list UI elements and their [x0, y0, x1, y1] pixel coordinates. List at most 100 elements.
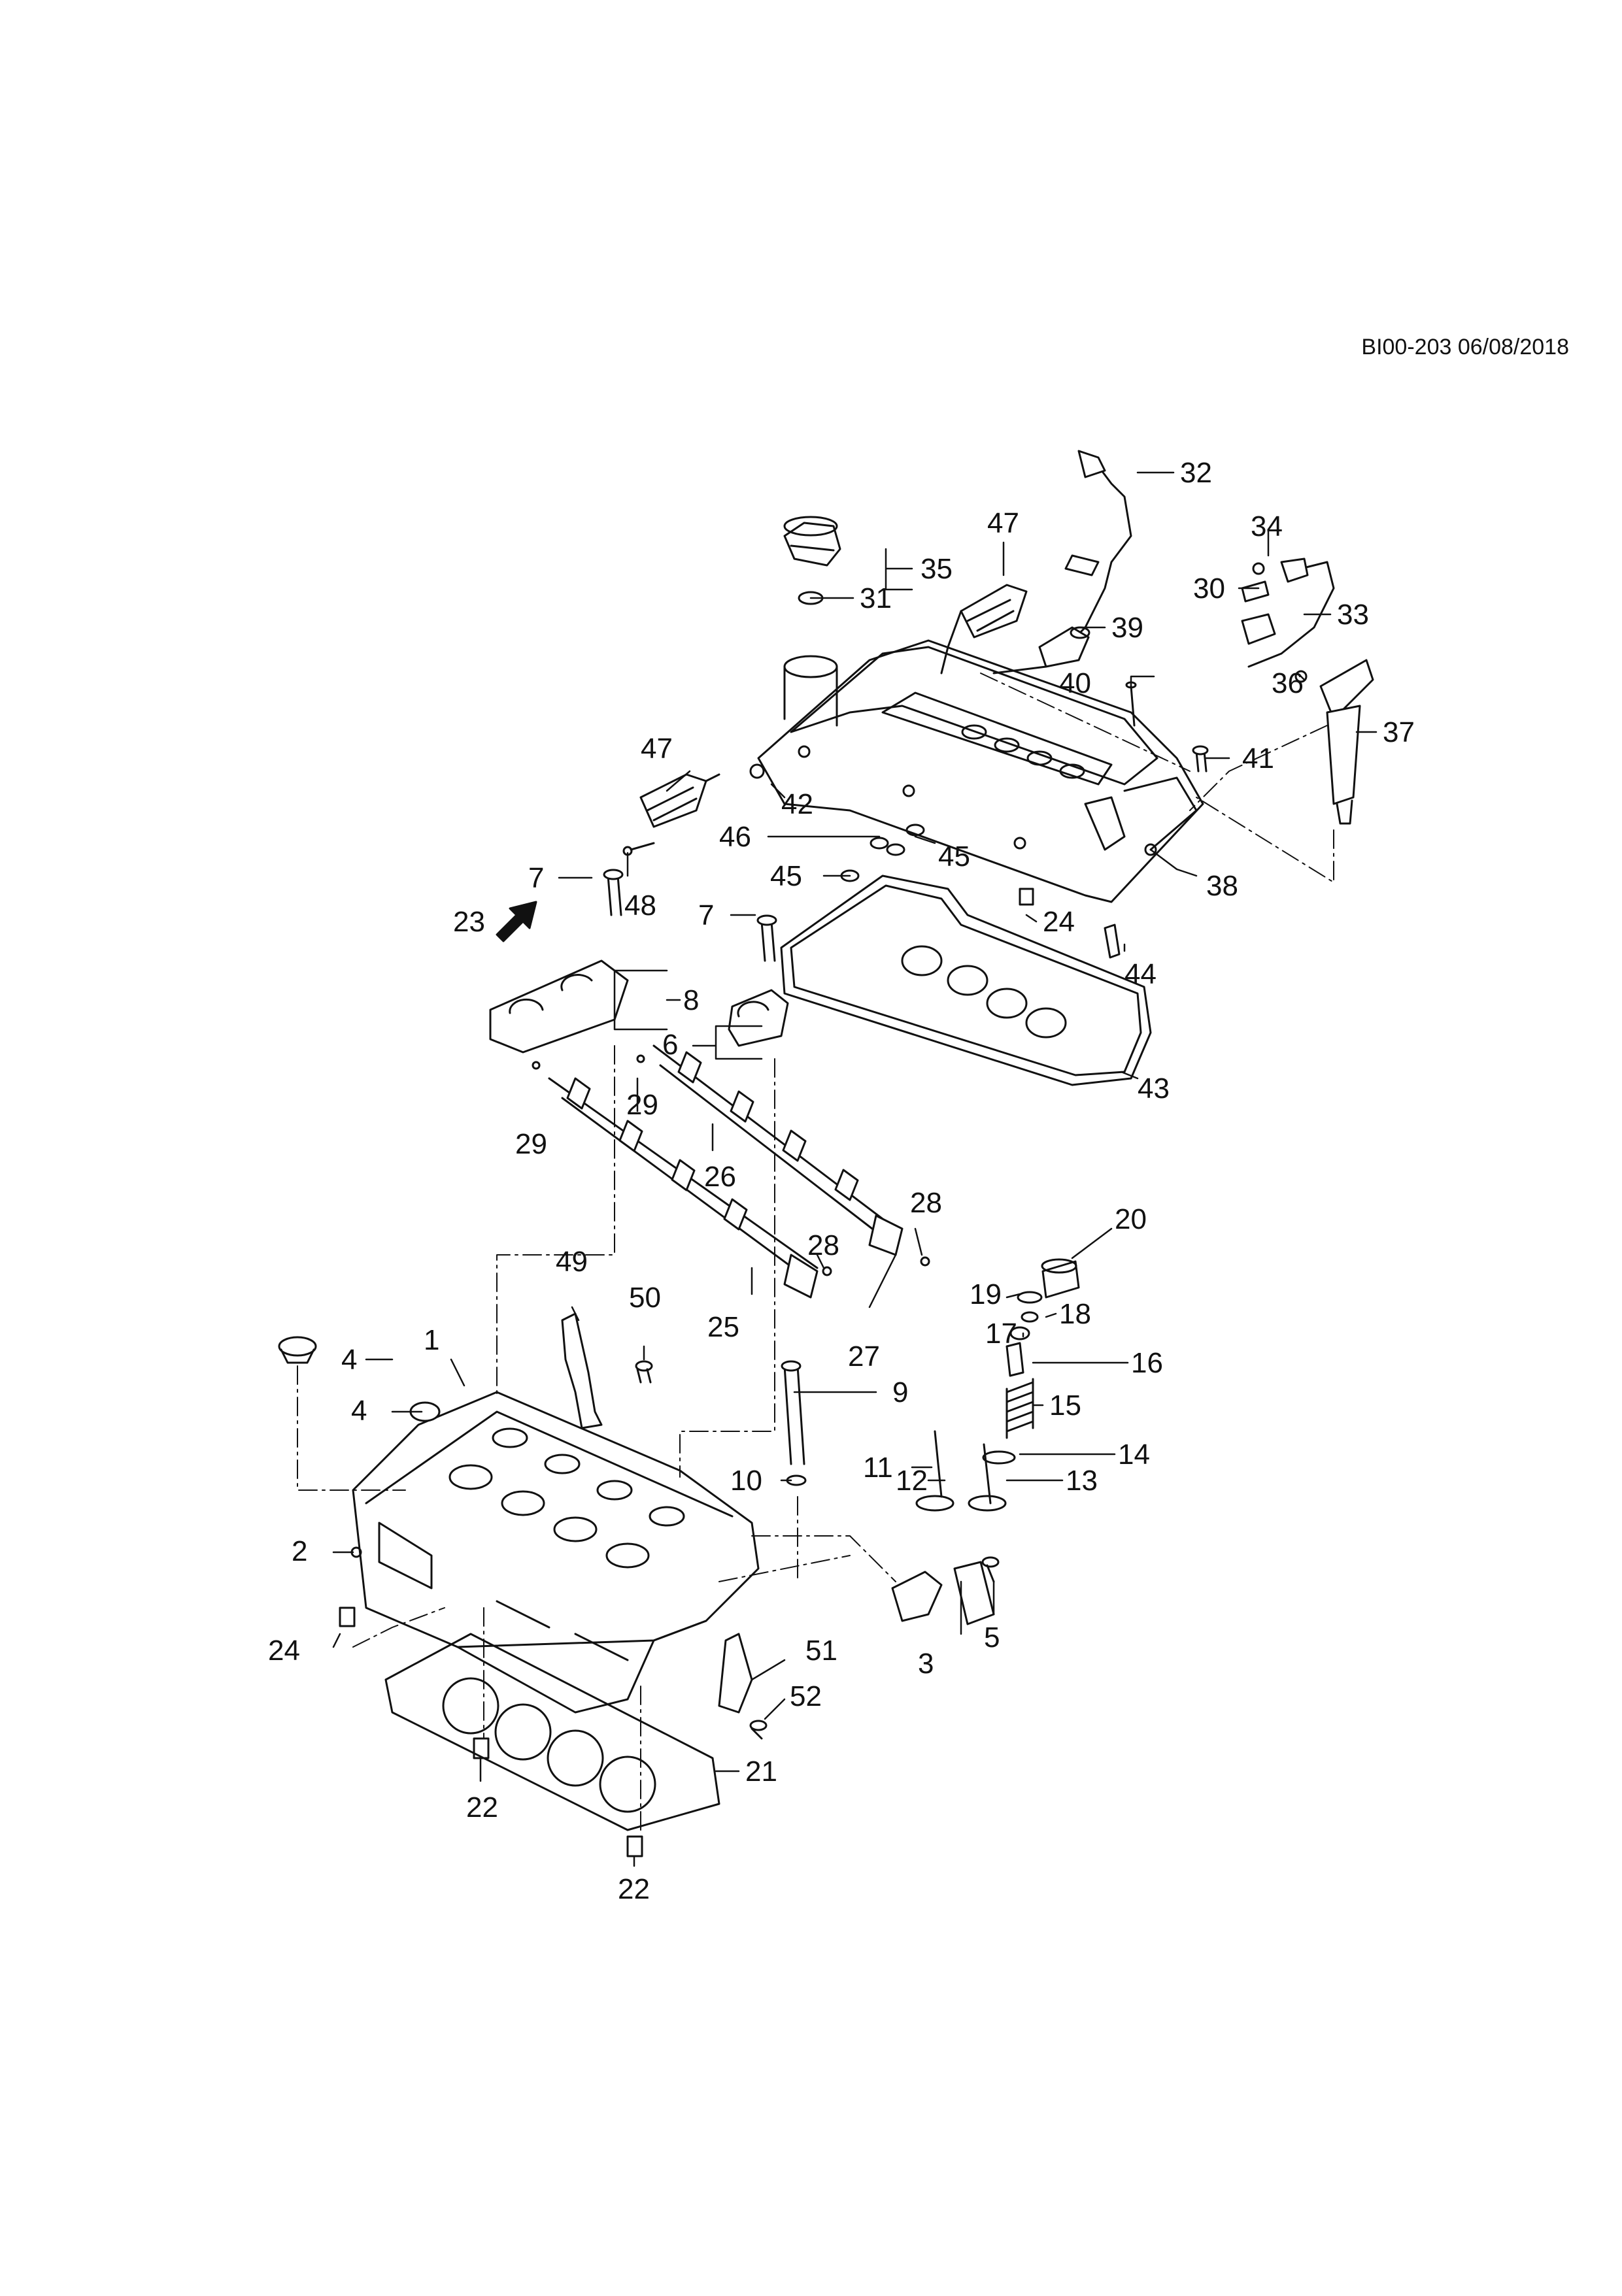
valve-spring — [1005, 1378, 1034, 1439]
callout-50: 50 — [629, 1282, 661, 1314]
callout-48: 48 — [624, 890, 656, 922]
callout-39: 39 — [1111, 612, 1143, 644]
valve-cover-gasket — [780, 874, 1152, 1086]
callout-25: 25 — [707, 1311, 739, 1343]
dowel-pin-24-cover — [1019, 888, 1034, 906]
callout-32: 32 — [1180, 457, 1212, 489]
bolt-52 — [749, 1720, 768, 1740]
callout-28: 28 — [910, 1187, 942, 1219]
callout-11: 11 — [863, 1452, 893, 1484]
callout-7: 7 — [528, 862, 544, 894]
callout-52: 52 — [790, 1680, 822, 1712]
callout-47: 47 — [641, 733, 673, 765]
callout-14: 14 — [1118, 1439, 1150, 1471]
oil-control-valve-lower — [639, 773, 720, 828]
spark-plug — [1104, 923, 1121, 959]
callout-23: 23 — [453, 906, 485, 938]
callout-19: 19 — [970, 1278, 1002, 1310]
coil-wiring-harness — [1241, 557, 1335, 668]
callout-28: 28 — [807, 1229, 839, 1261]
ignition-coil — [1319, 659, 1374, 825]
callout-27: 27 — [848, 1340, 880, 1373]
callout-4: 4 — [341, 1344, 357, 1376]
callout-9: 9 — [892, 1376, 908, 1408]
callout-40: 40 — [1059, 667, 1091, 699]
callout-22: 22 — [618, 1873, 650, 1905]
callout-47: 47 — [987, 507, 1019, 539]
callout-36: 36 — [1272, 667, 1304, 699]
callout-49: 49 — [556, 1246, 588, 1278]
callout-30: 30 — [1193, 573, 1225, 605]
bolt-50 — [635, 1360, 653, 1384]
callout-42: 42 — [781, 788, 813, 820]
callout-8: 8 — [683, 984, 699, 1016]
callout-12: 12 — [896, 1465, 928, 1497]
callout-10: 10 — [730, 1465, 762, 1497]
cylinder-head — [352, 1391, 760, 1714]
valve-stem-guide — [1005, 1342, 1024, 1377]
expansion-plug-upper — [278, 1336, 317, 1364]
camshaft-bearing-cap-6 — [728, 989, 789, 1047]
callout-24: 24 — [1043, 906, 1075, 938]
valve-bucket-tappet — [1041, 1258, 1080, 1299]
callout-3: 3 — [918, 1648, 934, 1680]
assembly-centerlines — [297, 673, 1334, 1831]
diagram-reference-stamp: BI00-203 06/08/2018 — [1361, 335, 1569, 359]
callout-44: 44 — [1124, 958, 1157, 990]
callout-5: 5 — [984, 1622, 1000, 1654]
callout-35: 35 — [921, 553, 953, 585]
cylinder-head-gasket — [384, 1633, 720, 1831]
callout-31: 31 — [860, 582, 892, 614]
callout-17: 17 — [985, 1318, 1017, 1350]
engine-lift-hook-front — [561, 1312, 603, 1429]
dowel-pin-24-head — [339, 1606, 356, 1627]
callout-29: 29 — [626, 1089, 658, 1121]
callout-2: 2 — [292, 1535, 307, 1567]
callout-4: 4 — [351, 1395, 367, 1427]
oil-control-valve-upper — [940, 584, 1028, 674]
exhaust-valve — [915, 1430, 955, 1512]
callout-38: 38 — [1206, 870, 1238, 902]
bolt-7-right — [756, 914, 777, 962]
callout-7: 7 — [698, 899, 714, 931]
camshaft-exhaust — [548, 1077, 819, 1299]
callout-24: 24 — [268, 1635, 300, 1667]
callout-16: 16 — [1131, 1347, 1163, 1379]
callout-13: 13 — [1066, 1465, 1098, 1497]
camshaft-intake — [652, 1044, 904, 1256]
callout-15: 15 — [1049, 1389, 1081, 1422]
callout-43: 43 — [1138, 1073, 1170, 1105]
callout-46: 46 — [719, 821, 751, 853]
callout-34: 34 — [1251, 510, 1283, 542]
callout-26: 26 — [704, 1161, 736, 1193]
callout-45: 45 — [938, 840, 970, 873]
cylinder-head-bolt — [781, 1360, 805, 1465]
callout-22: 22 — [466, 1791, 498, 1823]
callout-37: 37 — [1383, 716, 1415, 748]
camshaft-position-sensor-top — [1038, 626, 1090, 668]
bolt-5 — [981, 1556, 1000, 1583]
callout-1: 1 — [424, 1324, 439, 1356]
callout-6: 6 — [662, 1029, 678, 1061]
bolt-41 — [1192, 745, 1209, 773]
engine-lift-hook-rear — [718, 1633, 753, 1714]
oil-filler-cap — [783, 516, 841, 567]
valve-cover — [757, 639, 1204, 903]
callout-29: 29 — [515, 1128, 547, 1160]
callout-18: 18 — [1059, 1298, 1091, 1330]
view-direction-arrow — [496, 901, 537, 942]
camshaft-position-sensor — [891, 1561, 995, 1625]
callout-41: 41 — [1242, 742, 1274, 774]
callout-45: 45 — [770, 860, 802, 892]
camshaft-bearing-cap-8 — [489, 959, 629, 1054]
callout-51: 51 — [805, 1635, 837, 1667]
callout-20: 20 — [1115, 1203, 1147, 1235]
bolt-7-left — [603, 869, 624, 916]
callout-21: 21 — [745, 1755, 777, 1788]
callout-labels: 1 2 3 4 4 5 6 7 7 8 9 10 11 12 13 14 15 … — [268, 457, 1415, 1905]
dowel-pin-22-lower — [626, 1835, 643, 1857]
leader-lines — [332, 471, 1377, 1867]
callout-33: 33 — [1337, 599, 1369, 631]
